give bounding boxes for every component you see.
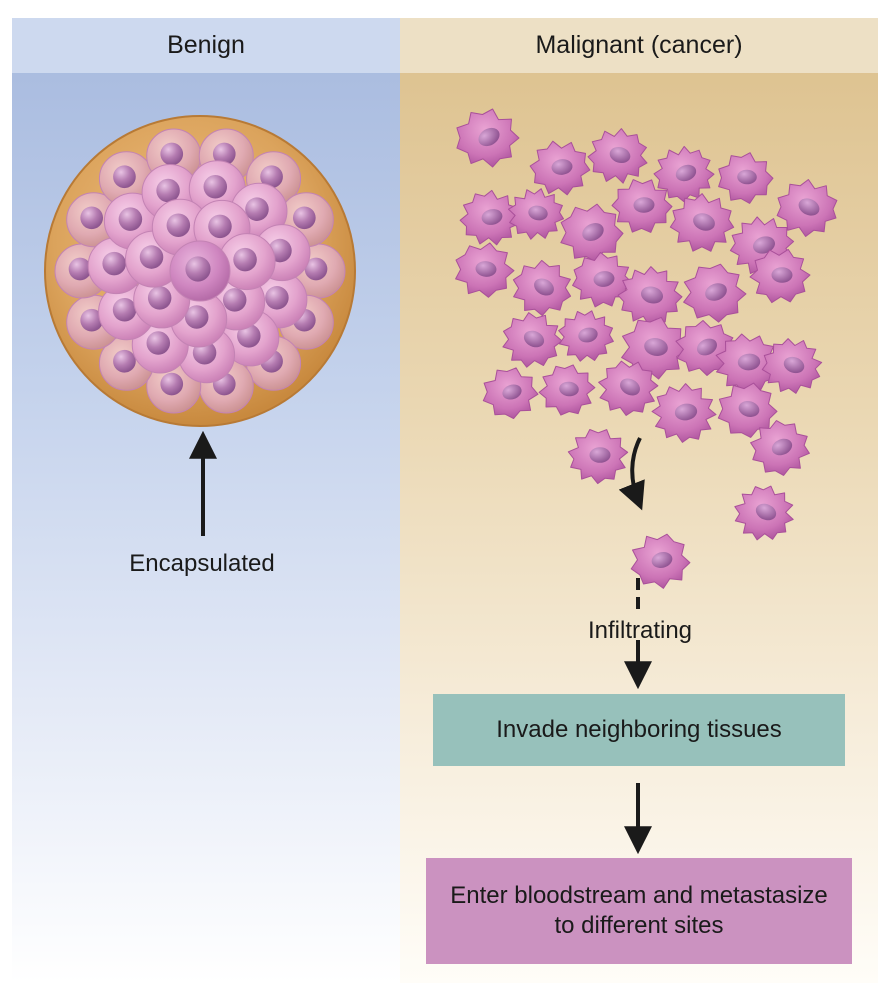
malignant-cell <box>683 263 747 323</box>
malignant-cell <box>529 140 591 196</box>
diagram-illustration <box>44 108 838 855</box>
benign-tumor <box>44 115 356 427</box>
malignant-cell <box>617 266 683 326</box>
encapsulated-label: Encapsulated <box>129 550 275 577</box>
malignant-cell <box>567 429 629 485</box>
invade-tissues-box: Invade neighboring tissues <box>433 694 845 766</box>
malignant-cell <box>558 310 614 362</box>
malignant-cell <box>651 383 717 443</box>
malignant-cell <box>717 382 778 438</box>
malignant-cell <box>456 108 520 168</box>
malignant-cell <box>653 145 715 203</box>
malignant-cell <box>538 364 596 416</box>
malignant-cell <box>502 312 563 368</box>
metastasize-box: Enter bloodstream and metastasize to dif… <box>426 858 852 964</box>
malignant-cell <box>776 179 838 237</box>
malignant-cell <box>508 188 564 240</box>
malignant-cell <box>761 338 823 394</box>
malignant-cell <box>715 333 780 393</box>
malignant-panel: Malignant (cancer) <box>400 18 878 983</box>
benign-vs-malignant-diagram: Benign Malignant (cancer) <box>12 18 878 983</box>
malignant-cell-cluster <box>455 108 838 589</box>
malignant-cell <box>482 367 539 419</box>
detach-arrow <box>618 437 645 511</box>
benign-cell <box>218 233 276 291</box>
malignant-cell <box>734 485 794 541</box>
malignant-cell <box>598 360 659 416</box>
malignant-cell <box>459 189 520 246</box>
metastasize-text: Enter bloodstream and metastasize to dif… <box>450 882 828 939</box>
infiltrating-label: Infiltrating <box>587 617 693 644</box>
malignant-cell <box>750 420 810 476</box>
malignant-cell <box>675 320 735 376</box>
benign-cell <box>98 151 154 207</box>
benign-heading: Benign <box>12 18 400 73</box>
benign-cell-cluster <box>54 128 346 414</box>
malignant-cell <box>669 193 735 252</box>
malignant-cell <box>587 128 648 184</box>
malignant-cell <box>630 533 691 589</box>
invade-tissues-text: Invade neighboring tissues <box>496 716 782 743</box>
malignant-cell <box>572 251 633 308</box>
malignant-cell <box>611 179 673 233</box>
malignant-heading: Malignant (cancer) <box>400 18 878 73</box>
malignant-cell <box>560 203 624 263</box>
benign-cell <box>169 240 231 302</box>
malignant-cell <box>455 242 515 298</box>
malignant-cell <box>749 248 811 304</box>
malignant-cell <box>512 259 572 317</box>
malignant-cell <box>718 152 774 204</box>
